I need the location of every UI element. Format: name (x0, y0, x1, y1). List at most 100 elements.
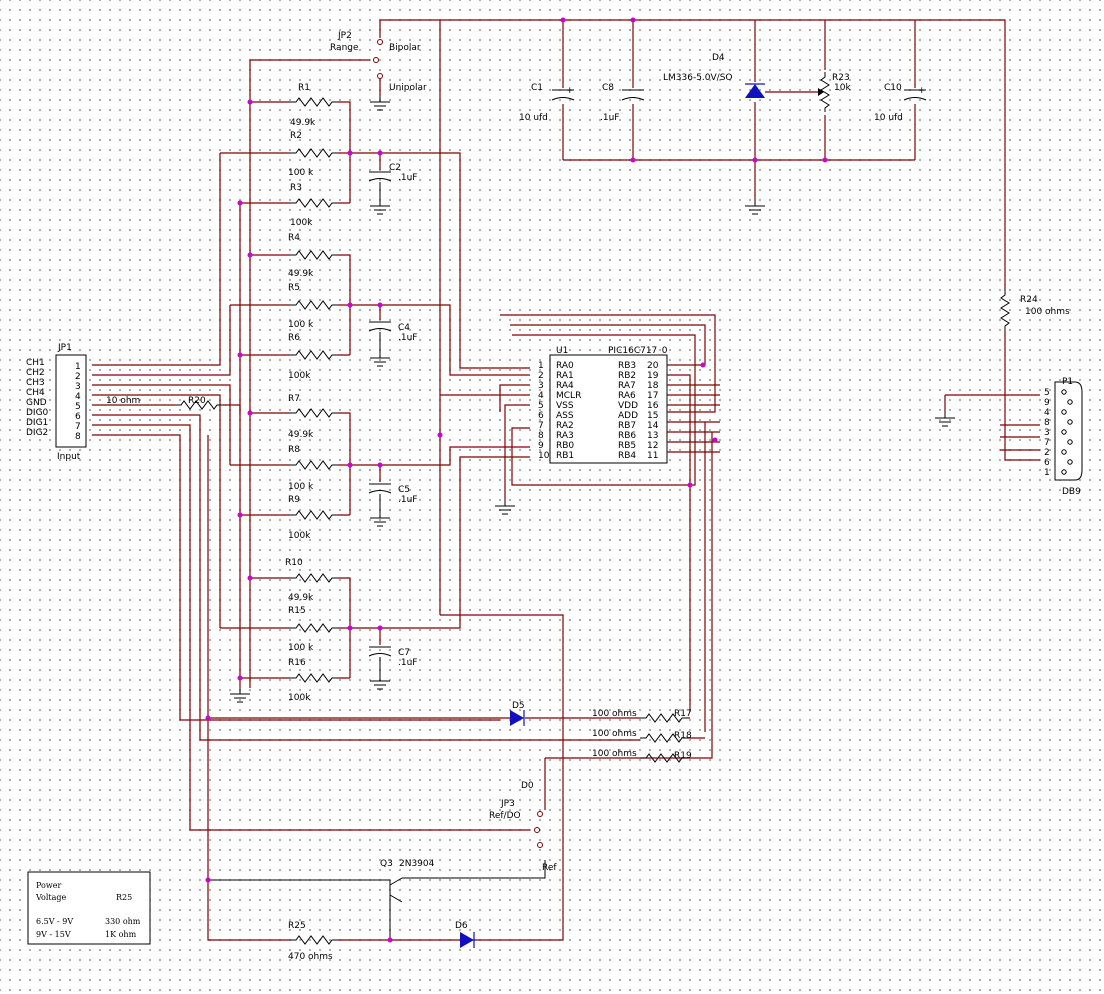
db9-pin-number: 8 (1044, 418, 1050, 428)
c10-value: 10 ufd (874, 113, 903, 123)
mcu-pin-number: 10 (538, 451, 550, 461)
mcu-pin-number: 1 (538, 361, 544, 371)
db9-pin (1061, 389, 1067, 395)
r17-ref: R17 (674, 709, 692, 719)
c1-ref: C1 (531, 83, 543, 93)
r24-resistor (1000, 289, 1010, 331)
mcu-pin-name: MCLR (556, 391, 581, 401)
r25-resistor (289, 935, 339, 945)
mcu-pin-number: 19 (647, 371, 659, 381)
jp1-pin: 7 (75, 422, 81, 432)
r20-ref: R20 (188, 396, 206, 406)
r23-value: 10k (834, 83, 851, 93)
jp1-pin: 8 (75, 432, 81, 442)
jp1-signal: DIG1 (26, 418, 48, 428)
mcu-pin-name: RB7 (618, 421, 636, 431)
r1-ref: R1 (298, 83, 310, 93)
jp1-signal: GND (26, 398, 47, 408)
svg-text:+: + (918, 86, 926, 96)
mcu-pin-name: VSS (556, 401, 574, 411)
r10-ref: R10 (285, 558, 303, 568)
jp1-signal: DIG0 (26, 408, 49, 418)
r24-value: 100 ohms (1025, 307, 1070, 317)
r23-potentiometer (818, 71, 830, 113)
mcu-pin-number: 11 (647, 451, 658, 461)
jp1-pin: 4 (75, 392, 81, 402)
mcu-pin-number: 12 (647, 441, 658, 451)
c7-ref: C7 (398, 648, 410, 658)
db9-pin (1067, 399, 1073, 405)
c2-ref: C2 (389, 163, 401, 173)
ground-icon (229, 687, 251, 703)
mcu-pin-number: 13 (647, 431, 658, 441)
db9-pin-number: 6 (1044, 458, 1050, 468)
r15-ref: R15 (288, 606, 306, 616)
c7-value: .1uF (398, 658, 417, 668)
d4-value: LM336-5.0V/SO (663, 73, 733, 83)
r10-value: 49.9k (288, 593, 314, 603)
mcu-pin-name: RB1 (556, 451, 574, 461)
jp2-opt3: Unipolar (389, 83, 427, 93)
r3-ref: R3 (290, 183, 302, 193)
r24-ref: R24 (1020, 295, 1038, 305)
r25-value: 470 ohms (288, 952, 333, 962)
r20-value: 10 ohm (106, 396, 140, 406)
mcu-pin-name: RB5 (618, 441, 636, 451)
jp1-pin: 5 (75, 402, 81, 412)
mcu-pin-number: 9 (538, 441, 544, 451)
mcu-pin-number: 16 (647, 401, 659, 411)
r2-value: 100 k (288, 168, 314, 178)
c2-value: .1uF (398, 173, 417, 183)
labels: JP2 Range Bipolar Unipolar C1 10 ufd C8 … (26, 31, 1081, 962)
c5-ref: C5 (398, 485, 410, 495)
jp1-pin: 6 (75, 412, 81, 422)
power-table: Power Voltage R25 6.5V - 9V 330 ohm 9V -… (27, 871, 151, 945)
db9-pin-number: 5 (1044, 388, 1050, 398)
r8-value: 100 k (288, 482, 314, 492)
mcu-pin-name: ADD (618, 411, 638, 421)
r19-value: 100 ohms (592, 749, 637, 759)
r23-ref: R23 (832, 73, 850, 83)
mcu-pin-number: 4 (538, 391, 544, 401)
d0-label: D0 (521, 781, 534, 791)
r4-value: 49.9k (288, 269, 314, 279)
mcu-pin-name: RA6 (618, 391, 636, 401)
q3-part: 2N3904 (399, 859, 435, 869)
db9-pin-number: 4 (1044, 408, 1050, 418)
table-h3: R25 (116, 893, 132, 902)
db9-pin-number: 1 (1044, 468, 1050, 478)
c1-value: 10 ufd (519, 113, 548, 123)
mcu-pin-name: RB2 (618, 371, 636, 381)
r18-ref: R18 (674, 731, 692, 741)
db9-pin (1061, 469, 1067, 475)
mcu-pin-name: VDD (618, 401, 638, 411)
table-voltage: 9V - 15V (36, 930, 71, 939)
u1-ref: U1 (556, 346, 568, 356)
mcu-pin-name: RA2 (556, 421, 574, 431)
jp1-signal: CH3 (26, 378, 45, 388)
r5-value: 100 k (288, 320, 314, 330)
mcu-pin-number: 6 (538, 411, 544, 421)
jp1-pin: 1 (75, 362, 81, 372)
jp2-opt1: Bipolar (389, 43, 421, 53)
jp3-ref: JP3 (500, 799, 515, 809)
jp1-signal: CH2 (26, 368, 45, 378)
mcu-pin-number: 17 (647, 391, 658, 401)
mcu-pin-name: RB4 (618, 451, 636, 461)
c1-capacitor: + (551, 86, 575, 101)
r7-value: 49.9k (288, 430, 314, 440)
jp1-signal: DIG2 (26, 428, 48, 438)
db9-pin-number: 9 (1044, 398, 1050, 408)
r16-ref: R16 (288, 658, 306, 668)
jp2-name: Range (330, 43, 359, 53)
mcu-pin-name: ASS (556, 411, 574, 421)
d6-diode (460, 932, 474, 948)
mcu-pin-number: 8 (538, 431, 544, 441)
d5-diode (510, 710, 524, 726)
mcu-pin-name: RB3 (618, 361, 636, 371)
r2-ref: R2 (290, 131, 302, 141)
d4-zener-diode (745, 83, 765, 98)
mcu-pin-name: RA3 (556, 431, 574, 441)
